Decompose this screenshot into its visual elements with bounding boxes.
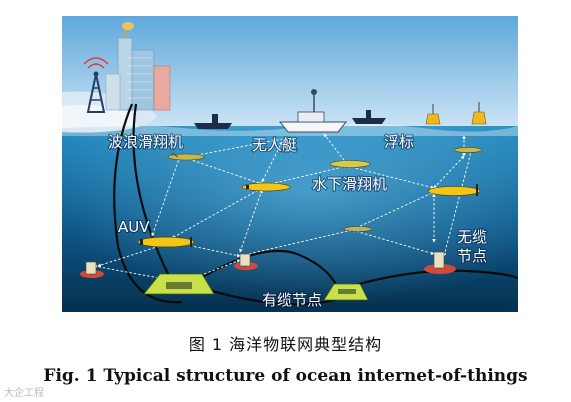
wireless-node: [424, 251, 456, 274]
label-buoy: 浮标: [384, 133, 414, 151]
cabled-node: [143, 273, 215, 295]
label-wave-glider: 波浪滑翔机: [108, 133, 183, 151]
label-cabled-node: 有缆节点: [262, 291, 322, 309]
label-wireless-node: 无缆 节点: [457, 228, 492, 265]
usv-boat: [278, 89, 348, 133]
label-underwater-glider: 水下滑翔机: [312, 175, 387, 193]
underwater-glider: [329, 160, 371, 168]
radio-tower-icon: [83, 57, 109, 113]
underwater-glider: [453, 147, 483, 153]
shore-buildings: [105, 22, 171, 111]
surface-ship-right: [352, 110, 386, 124]
surface-ship-left: [194, 114, 232, 129]
ocean-iot-diagram: 波浪滑翔机 无人艇 浮标 水下滑翔机 AUV 无缆 节点 有缆节点: [62, 16, 519, 312]
wireless-node: [234, 253, 258, 270]
label-usv: 无人艇: [252, 136, 297, 154]
buoy-icon: [425, 102, 487, 125]
underwater-glider: [427, 184, 481, 196]
underwater-glider: [167, 152, 205, 161]
label-auv: AUV: [118, 218, 150, 236]
underwater-glider: [241, 182, 291, 192]
figure-caption-chinese: 图 1 海洋物联网典型结构: [188, 335, 383, 354]
auv-vehicle: [137, 236, 195, 248]
cabled-node: [323, 283, 369, 301]
wireless-node: [80, 261, 104, 278]
watermark: 大企工程: [4, 388, 44, 399]
underwater-glider: [343, 226, 373, 232]
figure-caption-english: Fig. 1 Typical structure of ocean intern…: [43, 366, 528, 386]
